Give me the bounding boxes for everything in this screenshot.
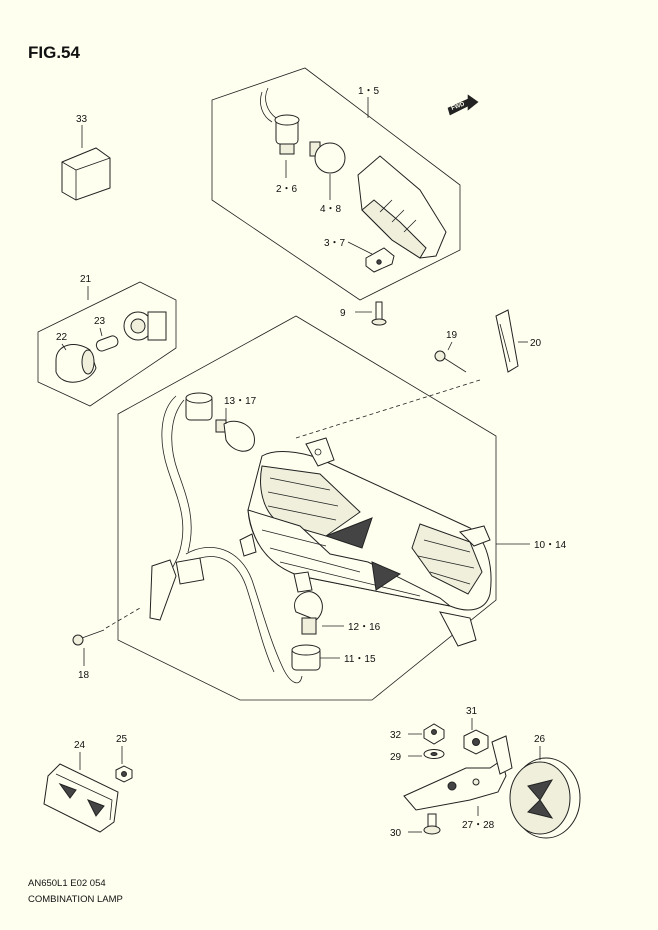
group-box-rear-lamp: [117, 315, 497, 701]
callout-13-17: 13・17: [224, 396, 257, 407]
part-screw-9: [371, 301, 387, 326]
callout-24: 24: [74, 740, 86, 751]
part-washer-29: [423, 749, 445, 759]
part-marker-lens: [55, 344, 97, 383]
part-front-lens: [357, 155, 447, 259]
part-round-lamp: [509, 757, 581, 839]
group-box-front-signal: [211, 67, 461, 301]
part-socket-lower: [291, 644, 321, 671]
callout-19: 19: [446, 330, 458, 341]
part-reflector: [43, 763, 119, 833]
callout-20: 20: [530, 338, 542, 349]
part-socket-front: [260, 87, 300, 155]
callout-1-5: 1・5: [358, 86, 380, 97]
callout-9: 9: [340, 308, 346, 319]
part-bracket-rear: [403, 735, 513, 811]
callout-33: 33: [76, 114, 88, 125]
part-marker-bulb: [95, 335, 119, 352]
figure-code: AN650L1 E02 054: [28, 878, 106, 889]
part-marker-socket: [123, 311, 167, 341]
part-screw-19: [434, 350, 467, 373]
callout-3-7: 3・7: [324, 238, 346, 249]
part-screw-18: [72, 629, 105, 646]
callout-18: 18: [78, 670, 90, 681]
part-bracket-front: [365, 247, 395, 273]
callout-32: 32: [390, 730, 402, 741]
part-nut-25: [115, 765, 133, 783]
callout-21: 21: [80, 274, 92, 285]
callout-27-28: 27・28: [462, 820, 495, 831]
callout-11-15: 11・15: [344, 654, 376, 665]
group-box-side-marker: [37, 281, 177, 407]
part-socket-upper: [185, 392, 213, 421]
callout-30: 30: [390, 828, 402, 839]
callout-31: 31: [466, 706, 478, 717]
part-wire-harness: [149, 395, 303, 684]
part-bulb-lower: [294, 591, 323, 635]
part-nut-32: [423, 723, 445, 745]
part-strap: [495, 309, 519, 373]
callout-29: 29: [390, 752, 402, 763]
part-rear-lamp-housing: [239, 437, 492, 647]
part-relay: [61, 147, 111, 201]
fwd-label: FWD: [451, 101, 467, 112]
callout-22: 22: [56, 332, 68, 343]
part-bulb-front: [309, 141, 346, 174]
callout-23: 23: [94, 316, 106, 327]
part-bulb-upper: [215, 419, 255, 452]
callout-26: 26: [534, 734, 546, 745]
callout-25: 25: [116, 734, 128, 745]
fwd-arrow-icon: FWD: [447, 94, 479, 116]
figure-name: COMBINATION LAMP: [28, 894, 123, 905]
callout-10-14: 10・14: [534, 540, 567, 551]
callout-12-16: 12・16: [348, 622, 381, 633]
figure-title: FIG.54: [28, 43, 81, 62]
part-nut-31: [463, 729, 489, 755]
callout-4-8: 4・8: [320, 204, 342, 215]
part-bolt-30: [423, 813, 441, 835]
callout-2-6: 2・6: [276, 184, 298, 195]
